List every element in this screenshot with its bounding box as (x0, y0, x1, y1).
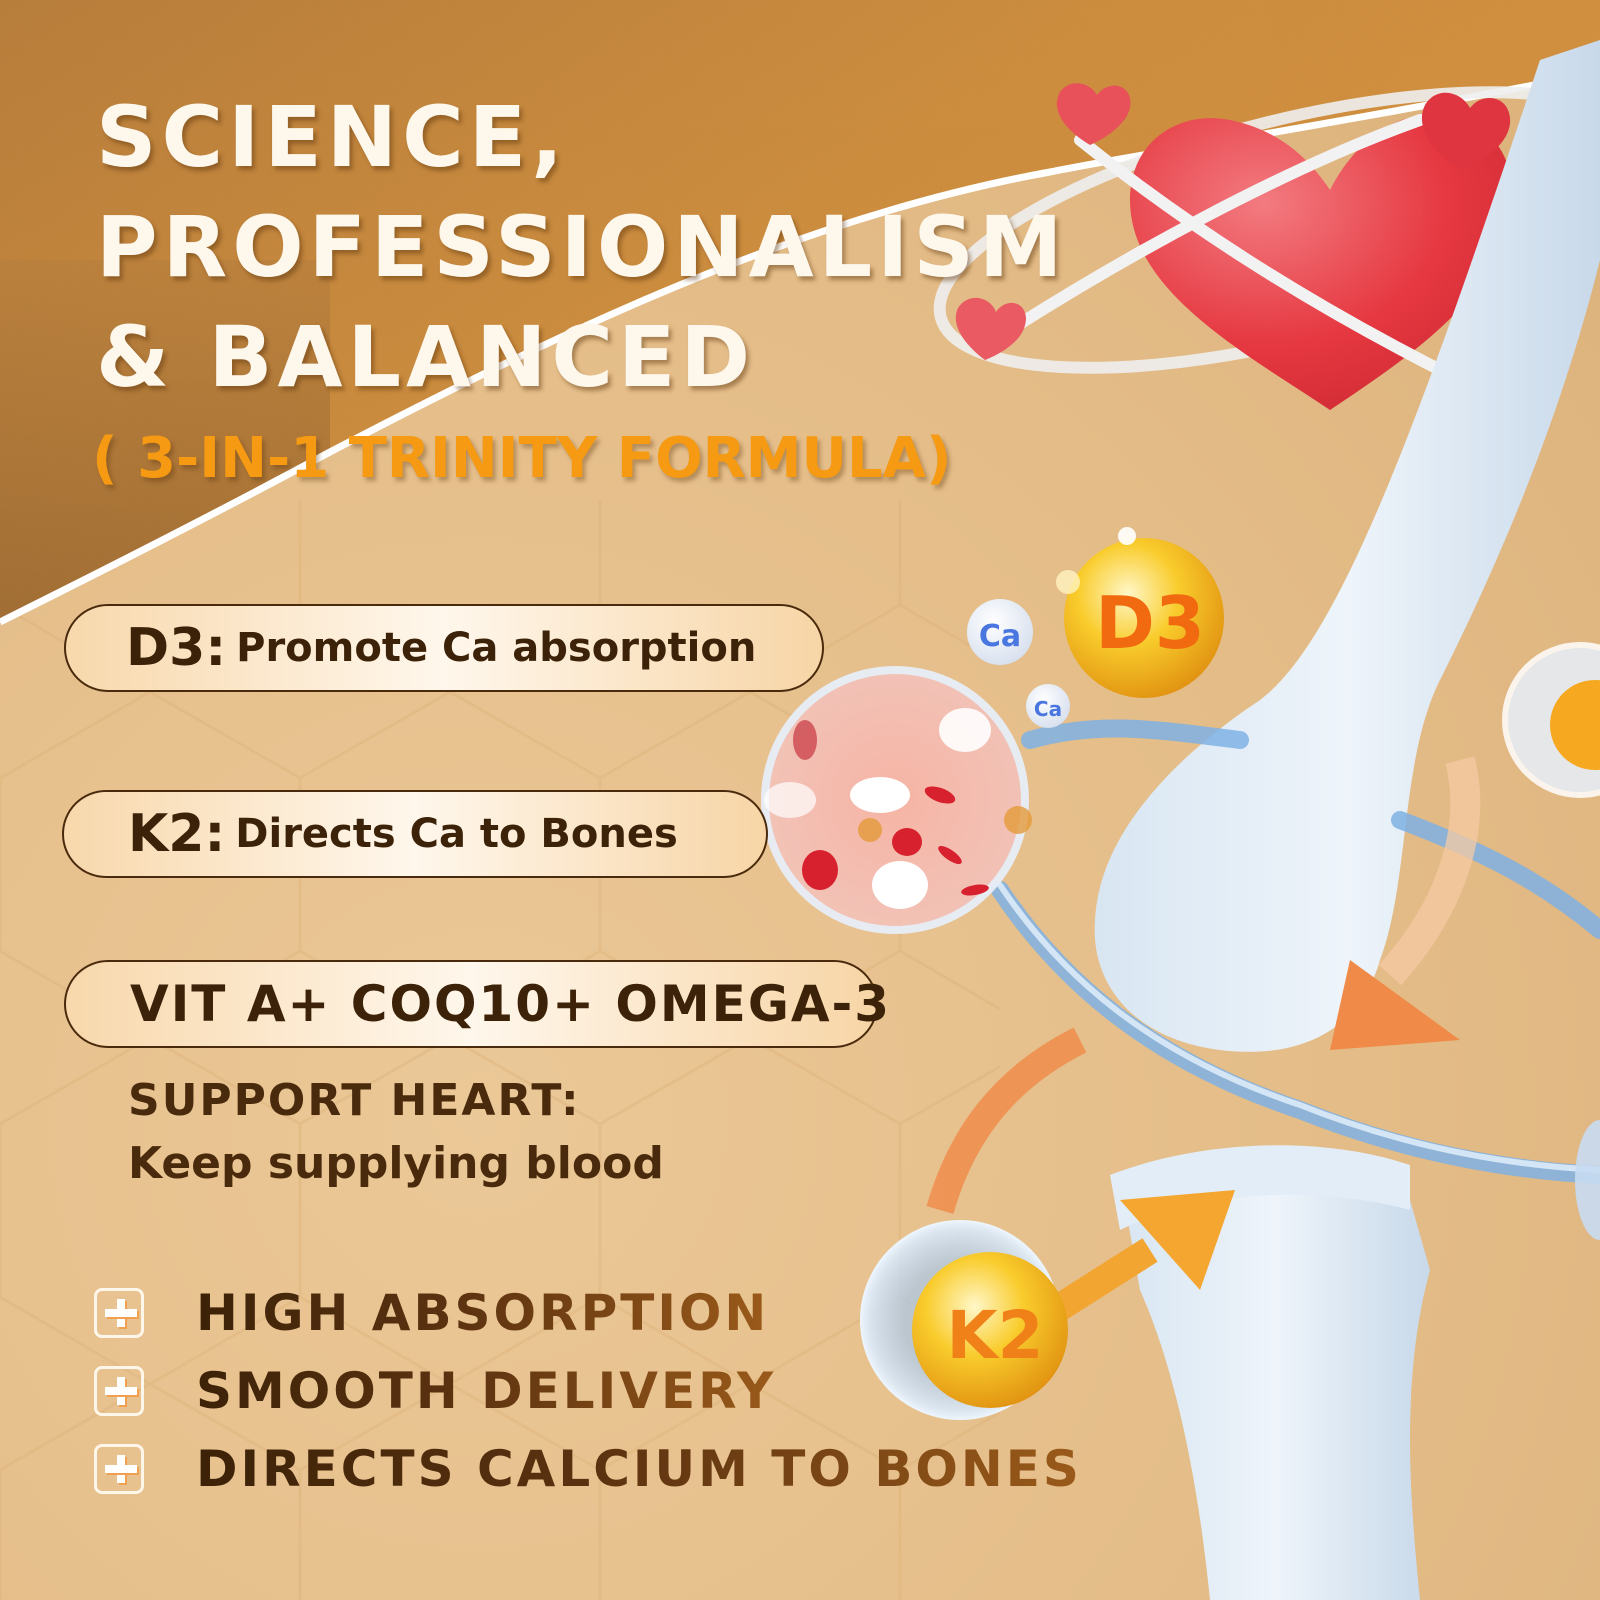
small-heart-icon (955, 297, 1026, 360)
heart-support-text: Keep supplying blood (128, 1138, 664, 1189)
small-heart-icon (1056, 83, 1131, 145)
benefit-label: DIRECTS CALCIUM TO BONES (196, 1440, 1082, 1498)
heart-support-title: SUPPORT HEART: (128, 1075, 581, 1126)
feature-pill-d3: D3: Promote Ca absorption (64, 604, 824, 692)
feature-pill-vitamins: VIT A+ COQ10+ OMEGA-3 (64, 960, 889, 1048)
feature-key: D3: (126, 618, 227, 678)
benefit-item: HIGH ABSORPTION (94, 1274, 1082, 1352)
omega-capsule (1502, 642, 1600, 798)
bone-joint (1094, 40, 1600, 1052)
vitamin-k2-capsule: K2 (860, 1220, 1068, 1420)
heart-support: SUPPORT HEART: Keep supplying blood (128, 1070, 664, 1196)
benefit-item: SMOOTH DELIVERY (94, 1352, 1082, 1430)
calcium-ion-large: Ca (967, 599, 1033, 665)
headline-line-2: PROFESSIONALISM (96, 198, 1068, 296)
svg-text:Ca: Ca (979, 619, 1021, 654)
benefits-list: HIGH ABSORPTION SMOOTH DELIVERY DIRECTS … (94, 1274, 1082, 1508)
calcium-ion-small: Ca (1026, 684, 1070, 728)
svg-text:Ca: Ca (1034, 697, 1062, 721)
benefit-label: SMOOTH DELIVERY (196, 1362, 777, 1420)
heart-icon (1130, 114, 1513, 410)
page-title: SCIENCE, PROFESSIONALISM & BALANCED (96, 82, 1067, 412)
feature-text: VIT A+ COQ10+ OMEGA-3 (130, 975, 892, 1033)
blood-cell-sphere (761, 666, 1032, 934)
arrow-down-icon (1330, 960, 1460, 1050)
plus-box-icon (94, 1366, 144, 1416)
vitamin-d3-capsule: D3 (1056, 527, 1224, 698)
plus-box-icon (94, 1288, 144, 1338)
feature-text: Directs Ca to Bones (235, 811, 678, 857)
formula-subtitle: ( 3-IN-1 TRINITY FORMULA) (92, 426, 952, 491)
svg-text:K2: K2 (946, 1297, 1043, 1374)
benefit-item: DIRECTS CALCIUM TO BONES (94, 1430, 1082, 1508)
headline-line-1: SCIENCE, (96, 88, 569, 186)
small-heart-icon (1421, 92, 1511, 170)
svg-text:D3: D3 (1095, 581, 1205, 665)
feature-text: Promote Ca absorption (236, 625, 757, 671)
feature-key: K2: (128, 804, 226, 864)
feature-pill-k2: K2: Directs Ca to Bones (62, 790, 768, 878)
plus-box-icon (94, 1444, 144, 1494)
benefit-label: HIGH ABSORPTION (196, 1284, 770, 1342)
arrow-up-right-icon (1120, 1190, 1235, 1290)
headline-line-3: & BALANCED (96, 308, 756, 406)
